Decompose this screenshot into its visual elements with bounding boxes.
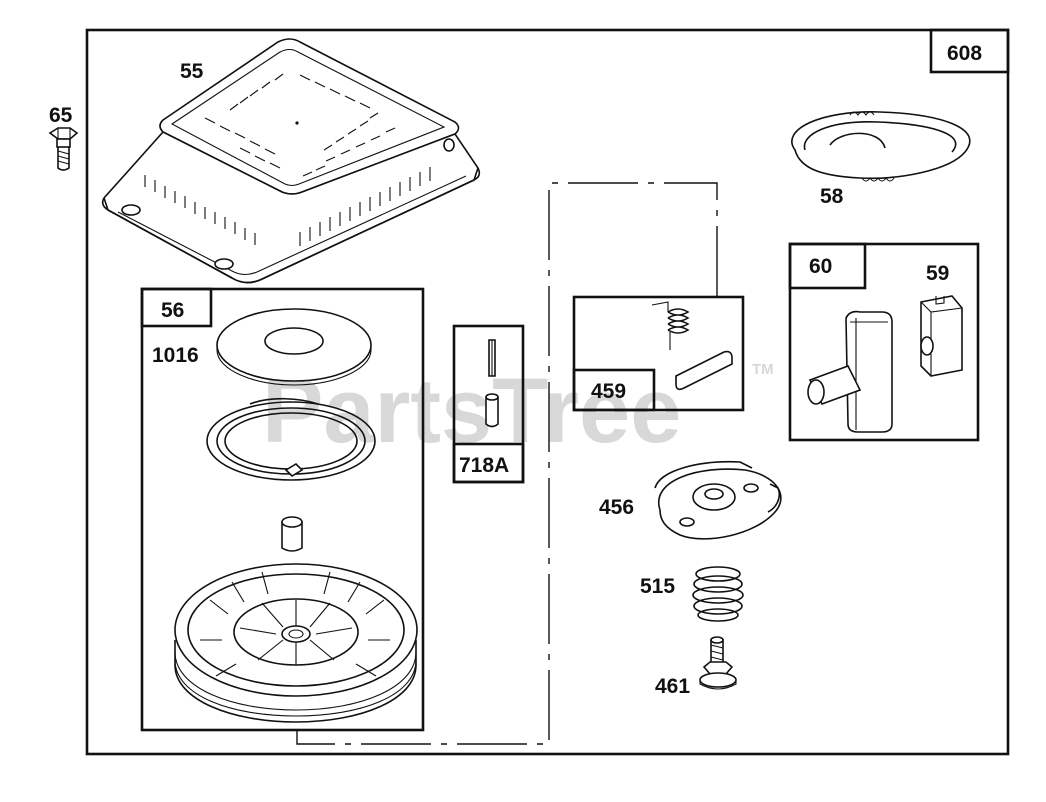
- watermark-tm: TM: [752, 361, 774, 378]
- part-pulley[interactable]: [174, 563, 418, 723]
- kit-459-box: [572, 295, 745, 412]
- connector-line: [296, 182, 718, 745]
- callout-608-box: [929, 28, 1010, 74]
- label-459: 459: [591, 380, 626, 403]
- callout-608-label: 608: [947, 42, 982, 65]
- torsion-spring-icon: [651, 301, 669, 312]
- diagram-frame: [85, 28, 1010, 756]
- part-pin-cylinder[interactable]: [281, 516, 303, 552]
- callout-459[interactable]: 459: [572, 295, 745, 412]
- callout-56[interactable]: 56: [140, 287, 425, 732]
- label-1016: 1016: [152, 344, 199, 367]
- label-60: 60: [809, 255, 832, 278]
- label-718a: 718A: [459, 454, 509, 477]
- pawl-icon: [675, 350, 733, 391]
- callout-60[interactable]: 60: [788, 242, 980, 442]
- label-59: 59: [926, 262, 949, 285]
- kit-60-box: [788, 242, 980, 442]
- callout-608[interactable]: 608: [929, 28, 1010, 74]
- bolt-head-icon: [48, 127, 79, 140]
- part-58-tube[interactable]: [791, 111, 971, 182]
- label-56: 56: [161, 299, 184, 322]
- part-1016-washer[interactable]: [216, 308, 372, 386]
- label-456: 456: [599, 496, 634, 519]
- kit-718a-label-box: [452, 442, 525, 484]
- part-recoil-spring[interactable]: [206, 397, 376, 481]
- part-60-handle[interactable]: [807, 310, 893, 433]
- part-456-retainer[interactable]: [654, 460, 782, 540]
- kit-56-label-box: [140, 287, 213, 328]
- handle-icon: [845, 310, 893, 433]
- tube-loop-icon: [791, 111, 971, 180]
- part-718a-pins[interactable]: [485, 339, 499, 428]
- label-515: 515: [640, 575, 675, 598]
- kit-56-box: [140, 287, 425, 732]
- part-65-bolt[interactable]: [48, 127, 79, 171]
- part-459-spring-pawl[interactable]: [651, 301, 733, 391]
- kit-459-label-box: [572, 368, 656, 412]
- label-58: 58: [820, 185, 844, 208]
- label-65: 65: [49, 104, 73, 127]
- callout-718a[interactable]: 718A: [452, 324, 525, 484]
- coil-spring-icon: [695, 566, 741, 582]
- part-55-housing[interactable]: [101, 38, 481, 284]
- kit-60-label-box: [788, 242, 867, 290]
- label-461: 461: [655, 675, 690, 698]
- label-55: 55: [180, 60, 204, 83]
- part-515-spring[interactable]: [692, 566, 744, 622]
- part-59-insert[interactable]: [920, 295, 963, 377]
- spring-icon: [206, 401, 376, 481]
- cylinder-icon: [281, 522, 303, 552]
- part-461-screw[interactable]: [699, 636, 737, 690]
